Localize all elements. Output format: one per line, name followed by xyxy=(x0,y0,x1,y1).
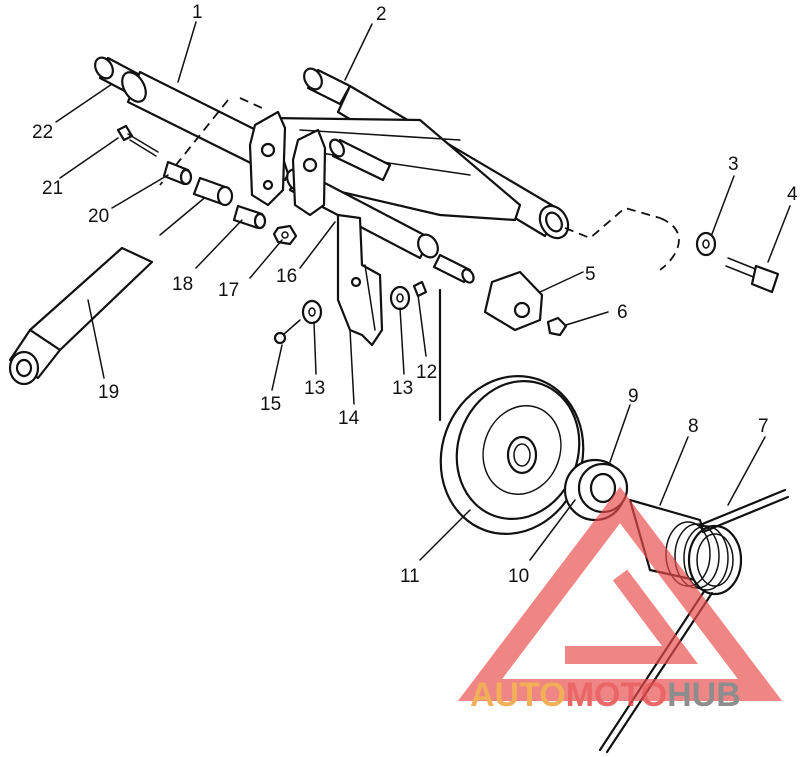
watermark-hub: HUB xyxy=(667,676,741,714)
hardware xyxy=(116,124,780,345)
mount-bracket-16 xyxy=(248,110,327,217)
label-6: 6 xyxy=(617,302,628,323)
watermark-logo: AUTOMOTOHUB xyxy=(457,486,783,714)
label-11: 11 xyxy=(400,566,420,587)
label-1: 1 xyxy=(192,2,203,23)
svg-text:AUTOMOTOHUB: AUTOMOTOHUB xyxy=(470,676,741,714)
label-2: 2 xyxy=(376,4,387,25)
label-10: 10 xyxy=(508,566,529,587)
label-13-left: 13 xyxy=(304,378,325,399)
watermark-moto: MOTO xyxy=(566,676,667,714)
label-19: 19 xyxy=(98,382,119,403)
label-8: 8 xyxy=(688,416,699,437)
label-20: 20 xyxy=(88,206,109,227)
label-14: 14 xyxy=(338,408,360,429)
idler-wheel-11 xyxy=(439,375,585,535)
callout-lines xyxy=(55,21,791,561)
label-16: 16 xyxy=(276,266,297,287)
label-7: 7 xyxy=(758,416,769,437)
label-15: 15 xyxy=(260,394,281,415)
label-21: 21 xyxy=(42,178,63,199)
watermark-auto: AUTO xyxy=(470,676,566,714)
label-22: 22 xyxy=(32,122,53,143)
label-18: 18 xyxy=(172,274,193,295)
shock-absorber-19 xyxy=(8,194,209,386)
adjuster-bracket-14 xyxy=(336,213,384,347)
label-12: 12 xyxy=(416,362,437,383)
label-17: 17 xyxy=(218,280,239,301)
label-13-right: 13 xyxy=(392,378,413,399)
part-labels: 1 2 3 4 5 6 7 8 9 10 11 12 13 13 14 15 1… xyxy=(32,2,798,587)
label-9: 9 xyxy=(628,386,639,407)
label-5: 5 xyxy=(585,264,596,285)
label-3: 3 xyxy=(728,154,739,175)
label-4: 4 xyxy=(787,184,798,205)
